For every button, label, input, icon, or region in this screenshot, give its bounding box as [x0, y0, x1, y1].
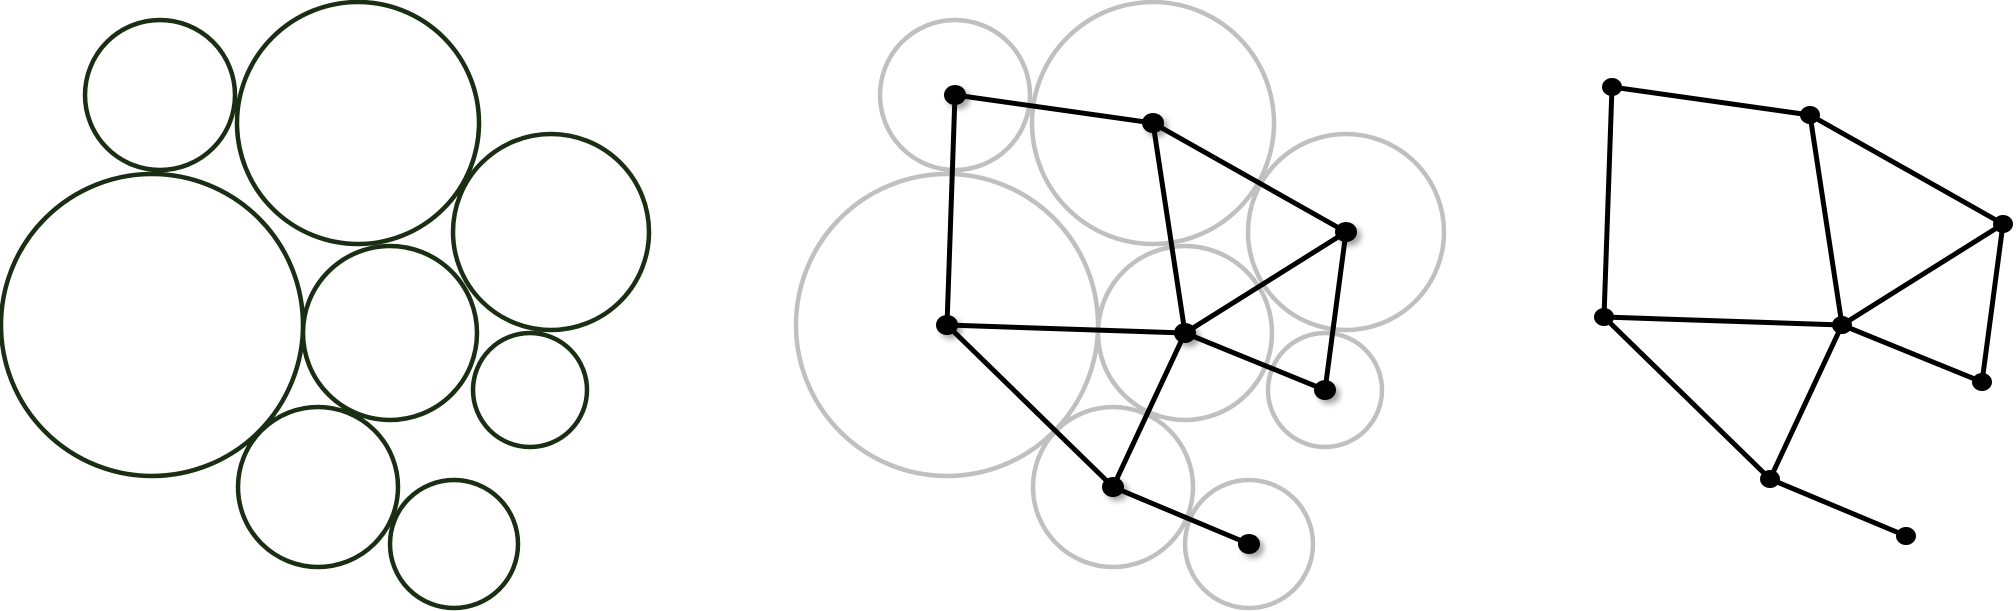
edge-n5-n7 — [1110, 330, 1188, 490]
node-n3 — [1335, 222, 1357, 242]
edge-n3-n6 — [1979, 221, 2006, 385]
node-n5 — [1174, 323, 1196, 343]
node-n1 — [1602, 78, 1622, 96]
edge-n3-n6 — [1322, 229, 1349, 393]
edge-n7-n8 — [1767, 476, 1909, 539]
circle-c6 — [470, 330, 590, 450]
circle-c3 — [450, 131, 652, 333]
node-n4 — [936, 315, 958, 335]
node-n5 — [1832, 316, 1852, 334]
node-n1 — [944, 85, 966, 105]
node-n8 — [1896, 527, 1916, 545]
circle-c2 — [234, 0, 482, 247]
edge-n2-n5 — [1807, 112, 1845, 328]
node-n7 — [1760, 470, 1780, 488]
node-n6 — [1972, 373, 1992, 391]
circle-c5 — [1095, 243, 1275, 423]
panel-graph — [1594, 78, 2013, 545]
edge-n4-n7 — [944, 322, 1116, 490]
edge-n5-n7 — [1767, 322, 1845, 482]
circle-c2 — [1029, 0, 1277, 247]
circle-c8 — [1182, 477, 1316, 611]
circle-c1 — [82, 17, 238, 173]
node-n4 — [1594, 308, 1614, 326]
edge-n4-n7 — [1601, 314, 1773, 482]
circle-c7 — [235, 404, 401, 570]
node-n7 — [1102, 477, 1124, 497]
circle-c5 — [300, 243, 480, 423]
node-n2 — [1800, 106, 1820, 124]
edge-n2-n3 — [1807, 112, 2006, 227]
edge-n1-n4 — [944, 92, 958, 328]
edge-n5-n6 — [1182, 330, 1328, 393]
circle-c1 — [877, 17, 1033, 173]
edge-n2-n3 — [1150, 120, 1349, 235]
panel-circles-with-graph — [793, 0, 1447, 611]
circle-c8 — [387, 477, 521, 611]
circle-c6 — [1265, 330, 1385, 450]
panel-circles — [0, 0, 652, 611]
edge-n4-n5 — [944, 322, 1188, 336]
circle-c4 — [0, 171, 306, 479]
edge-n1-n2 — [952, 92, 1156, 126]
node-n2 — [1142, 113, 1164, 133]
edge-n5-n6 — [1839, 322, 1985, 385]
edge-n1-n2 — [1609, 84, 1813, 118]
node-n8 — [1238, 534, 1260, 554]
edge-n4-n5 — [1601, 314, 1845, 328]
edge-n3-n5 — [1839, 221, 2006, 328]
node-n6 — [1314, 380, 1336, 400]
edge-n2-n5 — [1150, 120, 1188, 336]
edge-n7-n8 — [1110, 484, 1252, 547]
node-n3 — [1993, 215, 2013, 233]
edge-n1-n4 — [1601, 84, 1615, 320]
edge-n3-n5 — [1182, 229, 1349, 336]
circle-c3 — [1245, 131, 1447, 333]
circle-c7 — [1030, 404, 1196, 570]
